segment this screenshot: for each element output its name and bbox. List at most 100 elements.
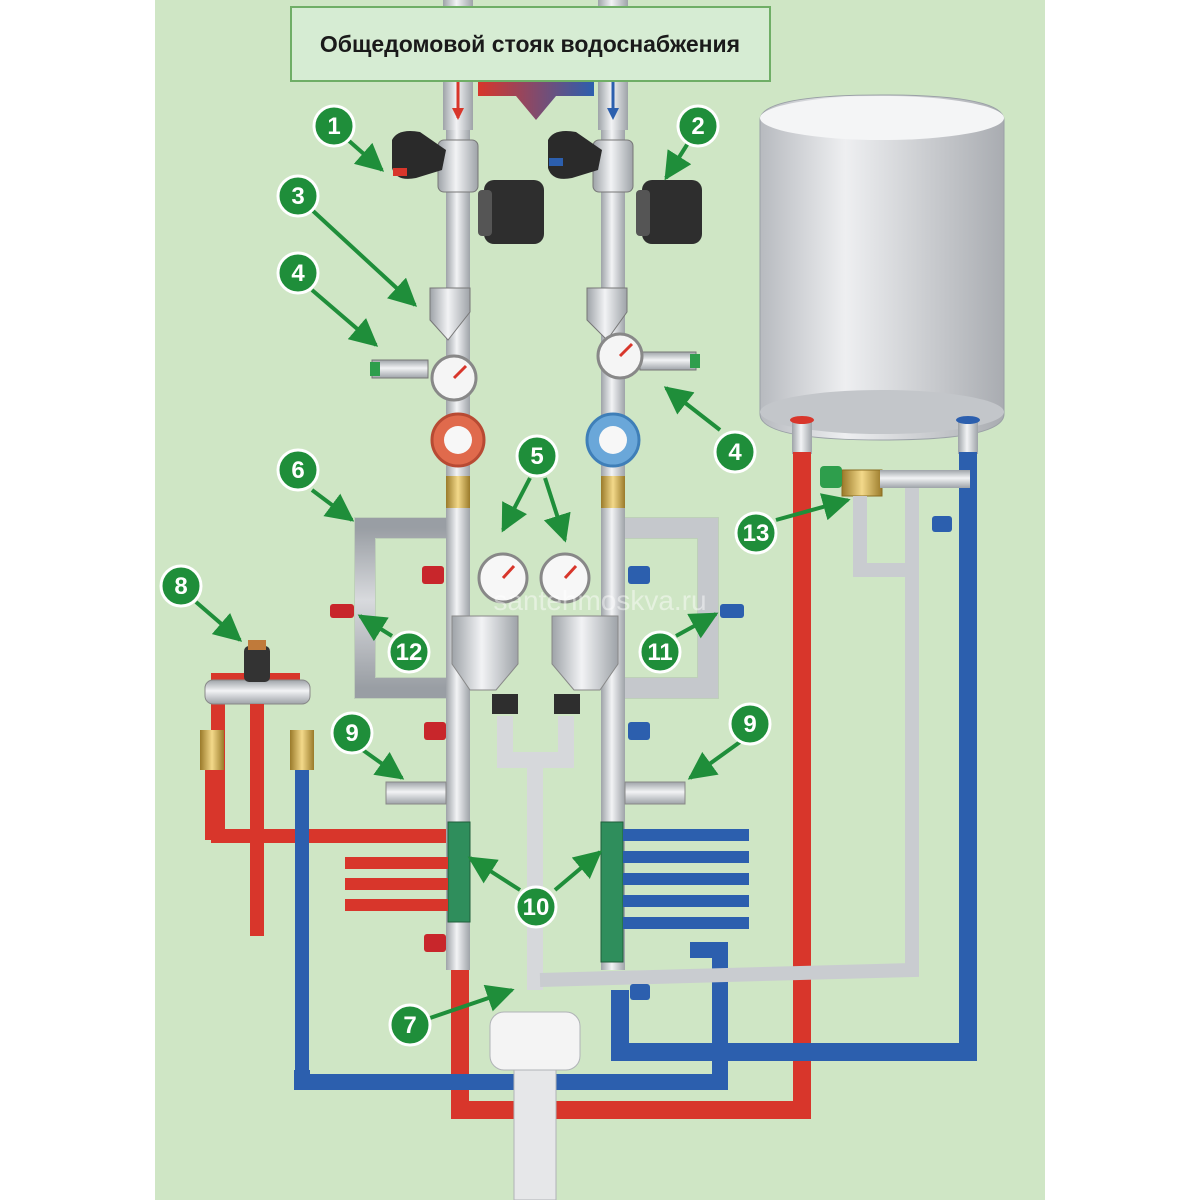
badge-9b-label: 9 (743, 711, 756, 738)
hot-bypass-valve-handle (422, 566, 444, 584)
leader-2 (664, 138, 692, 181)
cold-branch-5 (623, 917, 749, 929)
safety-tee (880, 470, 970, 488)
leader-9a (358, 746, 405, 780)
badge-9b (728, 702, 772, 746)
cold-gauge-needle (618, 342, 634, 358)
hot-ball-valve (437, 139, 479, 193)
boiler-hot-line (451, 452, 811, 1119)
cold-drain-tap (720, 604, 744, 618)
water-heater-tank (759, 94, 1005, 441)
cold-branch-4 (623, 895, 749, 907)
badge-10-label: 10 (523, 894, 550, 921)
badge-5-label: 5 (530, 443, 543, 470)
badge-6-label: 6 (291, 457, 304, 484)
boiler-cold-inlet (958, 418, 978, 454)
badge-4a (276, 251, 320, 295)
hot-handle-tag (393, 168, 407, 176)
hot-gauge-needle (452, 364, 468, 380)
badge-5 (515, 434, 559, 478)
cold-branch-3 (623, 873, 749, 885)
safety-valve-group (841, 469, 883, 497)
badge-13-label: 13 (743, 520, 770, 547)
cold-ball-valve (592, 139, 634, 193)
cold-bypass-loop (625, 518, 718, 698)
diagram-title: Общедомовой стояк водоснабжения (320, 31, 740, 57)
badge-7-label: 7 (403, 1012, 416, 1039)
leader-3 (310, 208, 418, 307)
badge-8-label: 8 (174, 573, 187, 600)
cold-actuator-cap (636, 190, 650, 236)
badge-4b-label: 4 (728, 439, 742, 466)
boiler-hot-ring (790, 416, 814, 424)
badge-9a (330, 711, 374, 755)
hot-brass-coupling (446, 476, 470, 508)
badge-1 (312, 104, 356, 148)
leader-12 (357, 614, 394, 642)
hot-pressure-needle (501, 564, 516, 580)
hot-bypass-loop (355, 518, 446, 698)
mixer-mid-drop (250, 704, 264, 936)
hot-branch-4 (345, 899, 448, 911)
badge-6 (276, 448, 320, 492)
leader-4a (310, 288, 379, 347)
hot-branch-2 (345, 857, 448, 869)
water-heater-bottom (760, 390, 1004, 434)
badge-10 (514, 885, 558, 929)
water-heater-top (760, 96, 1004, 140)
hot-regulator-cap (492, 694, 518, 714)
badge-2-label: 2 (691, 113, 704, 140)
mixer-cold-drop (295, 770, 309, 1070)
hot-pressure-reducer (371, 359, 429, 379)
hot-valve-handle (392, 131, 446, 179)
supply-arrow (478, 82, 594, 120)
hot-bottom-valve-handle (424, 934, 446, 952)
cold-handle-tag (549, 158, 563, 166)
leader-1 (346, 138, 385, 172)
cold-bypass-valve-handle (628, 566, 650, 584)
cold-strainer (586, 287, 628, 341)
hot-bypass-loop-outline (354, 517, 446, 699)
mixer-hot-drop (205, 770, 219, 840)
badge-2 (676, 104, 720, 148)
boiler-cold-line (611, 452, 977, 1061)
hot-meter-dial (444, 426, 472, 454)
hot-shutoff-actuator (484, 180, 544, 244)
leader-5b (543, 477, 571, 543)
badge-11-label: 11 (647, 639, 672, 666)
cold-regulator-body (551, 615, 619, 691)
hot-flow-arrow-head (452, 108, 464, 120)
leader-10a (467, 856, 522, 892)
drain-siphon-body (489, 1011, 581, 1071)
watermark: santehmoskva.ru (493, 585, 706, 616)
title-box (290, 6, 771, 82)
badge-12-label: 12 (396, 639, 423, 666)
leader-9b (687, 740, 742, 780)
leader-5a (501, 477, 532, 533)
hot-drain-tap (330, 604, 354, 618)
leader-8 (194, 600, 243, 642)
drain-u-pipe (497, 716, 574, 990)
drain-siphon-pipe (513, 1069, 557, 1200)
mixing-valve-cap (244, 646, 270, 682)
boiler-cold-ring (956, 416, 980, 424)
cold-return-valve-handle (630, 984, 650, 1000)
mixer-right-coupling (290, 730, 314, 770)
leader-4b (663, 386, 722, 432)
badge-11 (638, 630, 682, 674)
mixer-cold-loop (294, 942, 728, 1090)
cold-branch-2 (623, 851, 749, 863)
hot-manifold (447, 821, 471, 923)
badge-3 (276, 174, 320, 218)
safety-valve-cap (820, 466, 842, 488)
cold-manifold (600, 821, 624, 963)
leader-7 (429, 984, 515, 1020)
badge-13 (734, 511, 778, 555)
hot-strainer (429, 287, 471, 341)
badge-9a-label: 9 (345, 720, 358, 747)
cold-pressure-needle (563, 564, 578, 580)
leader-13 (775, 493, 851, 522)
hot-service-fitting (385, 781, 447, 805)
hot-regulator-body (451, 615, 519, 691)
